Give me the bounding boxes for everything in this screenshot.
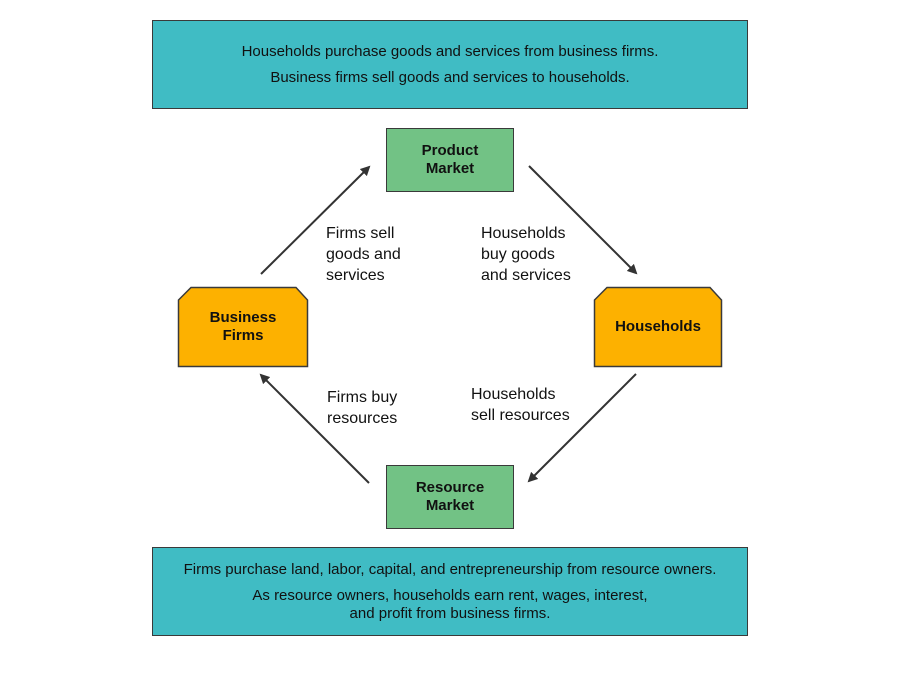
product-market-label: Product Market bbox=[421, 142, 479, 177]
households-box bbox=[593, 286, 723, 368]
resource-market-label: Resource Market bbox=[415, 479, 485, 514]
firms-sell-label: Firms sell goods and services bbox=[326, 225, 401, 284]
arrow-firms-to-product-market bbox=[260, 165, 371, 275]
arrow-product-market-to-households bbox=[528, 165, 638, 275]
top-banner-line-1: Households purchase goods and services f… bbox=[241, 42, 659, 60]
product-market-box: Product Market bbox=[386, 128, 514, 192]
business-firms-label: Business Firms bbox=[209, 309, 277, 344]
arrow-households-to-resource-market bbox=[527, 373, 637, 483]
households-buy-label: Households buy goods and services bbox=[481, 225, 571, 284]
resource-market-box: Resource Market bbox=[386, 465, 514, 529]
households-sell-label: Households sell resources bbox=[471, 386, 570, 424]
bottom-banner-line-1: Firms purchase land, labor, capital, and… bbox=[183, 560, 717, 578]
bottom-banner-line-2: As resource owners, households earn rent… bbox=[252, 586, 648, 622]
top-banner: Households purchase goods and services f… bbox=[152, 20, 748, 109]
top-banner-line-2: Business firms sell goods and services t… bbox=[270, 68, 630, 86]
firms-buy-label: Firms buy resources bbox=[327, 389, 398, 427]
business-firms-box bbox=[177, 286, 309, 368]
arrow-resource-market-to-firms bbox=[259, 373, 370, 484]
bottom-banner: Firms purchase land, labor, capital, and… bbox=[152, 547, 748, 636]
households-label: Households bbox=[615, 318, 701, 335]
